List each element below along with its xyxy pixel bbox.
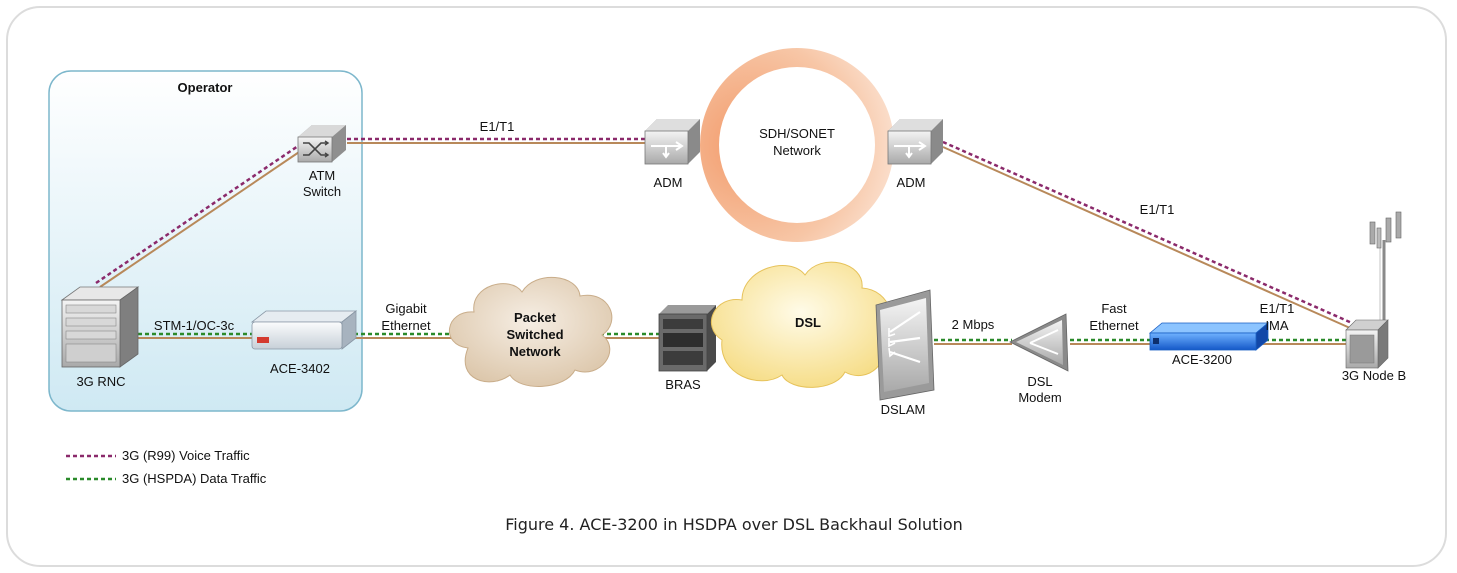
link-label-atm-adm: E1/T1	[480, 119, 515, 134]
packet-network-label-line1: Packet	[514, 310, 557, 325]
dsl-modem-label-line2: Modem	[1018, 390, 1061, 405]
bras-label: BRAS	[665, 377, 701, 392]
link-label-e1t1-ima-line2: IMA	[1265, 318, 1288, 333]
link-label-gigabit-line2: Ethernet	[381, 318, 431, 333]
link-label-rnc-ace3402: STM-1/OC-3c	[154, 318, 235, 333]
dsl-modem-label-line1: DSL	[1027, 374, 1052, 389]
node-b-tower-icon	[1345, 211, 1402, 369]
link-label-fast-ethernet-line1: Fast	[1101, 301, 1127, 316]
adm-right-label: ADM	[897, 175, 926, 190]
atm-switch-label-line2: Switch	[303, 184, 341, 199]
link-label-gigabit-line1: Gigabit	[385, 301, 427, 316]
link-label-adm-nodeb: E1/T1	[1140, 202, 1175, 217]
bras-router-icon	[658, 305, 716, 372]
legend-data-label: 3G (HSPDA) Data Traffic	[122, 471, 267, 486]
adm-left-label: ADM	[654, 175, 683, 190]
legend-voice-label: 3G (R99) Voice Traffic	[122, 448, 250, 463]
legend: 3G (R99) Voice Traffic 3G (HSPDA) Data T…	[66, 448, 267, 486]
dslam-label: DSLAM	[881, 402, 926, 417]
sdh-label-line1: SDH/SONET	[759, 126, 835, 141]
operator-label: Operator	[178, 80, 233, 95]
packet-network-label-line2: Switched	[506, 327, 563, 342]
sdh-label-line2: Network	[773, 143, 821, 158]
atm-switch-icon	[297, 125, 346, 163]
rnc-label: 3G RNC	[76, 374, 125, 389]
sdh-sonet-ring: SDH/SONET Network	[700, 48, 894, 242]
ace3200-label: ACE-3200	[1172, 352, 1232, 367]
packet-network-label-line3: Network	[509, 344, 561, 359]
link-label-2mbps: 2 Mbps	[952, 317, 995, 332]
adm-left-icon	[644, 119, 700, 165]
dsl-modem-icon	[1009, 313, 1069, 372]
adm-right-icon	[887, 119, 943, 165]
ace3200-device-icon	[1148, 322, 1270, 351]
packet-network-cloud-icon	[449, 277, 613, 387]
link-label-fast-ethernet-line2: Ethernet	[1089, 318, 1139, 333]
figure-caption: Figure 4. ACE-3200 in HSDPA over DSL Bac…	[505, 515, 963, 534]
ace3402-label: ACE-3402	[270, 361, 330, 376]
dslam-icon	[875, 289, 935, 401]
links	[95, 137, 1353, 345]
rnc-server-icon	[60, 286, 140, 368]
link-label-e1t1-ima-line1: E1/T1	[1260, 301, 1295, 316]
dsl-cloud-label: DSL	[795, 315, 821, 330]
node-b-label: 3G Node B	[1342, 368, 1406, 383]
ace3402-device-icon	[250, 310, 358, 350]
atm-switch-label-line1: ATM	[309, 168, 335, 183]
